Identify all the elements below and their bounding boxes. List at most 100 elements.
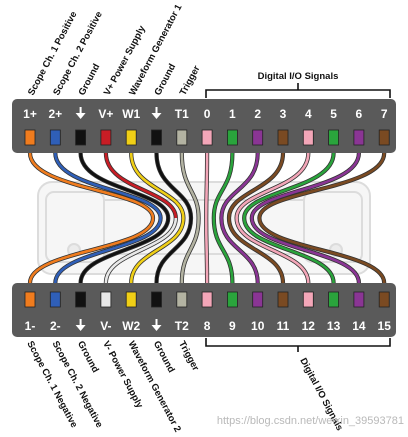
pin-label: T1 [175, 107, 189, 121]
bottom-pin: 14 [352, 291, 366, 333]
wire [155, 152, 193, 219]
pin-color-swatch [125, 129, 137, 146]
bottom-signal-name: Ground [75, 339, 101, 375]
top-pin: T1 [175, 107, 189, 146]
pin-color-swatch [277, 291, 289, 308]
wire [227, 152, 285, 219]
top-signal-name: Trigger [178, 64, 203, 98]
top-pin: V+ [98, 107, 113, 146]
wire [180, 217, 200, 284]
pin-label: T2 [175, 319, 189, 333]
pin-color-swatch [24, 129, 36, 146]
wire [79, 152, 170, 219]
pin-color-swatch [125, 291, 137, 308]
wire [204, 152, 209, 219]
bottom-pin [151, 291, 162, 331]
pin-label: 7 [381, 107, 388, 121]
pin-color-swatch [328, 129, 340, 146]
top-pin: 4 [302, 107, 314, 146]
top-digital-io-label: Digital I/O Signals [258, 71, 339, 82]
bottom-pin: 11 [277, 291, 290, 333]
wire [212, 217, 234, 284]
pin-label: 4 [305, 107, 312, 121]
top-pin: 7 [378, 107, 390, 146]
pin-color-swatch [151, 291, 162, 308]
wire [220, 217, 259, 284]
wire [54, 152, 162, 219]
bottom-pin: 1- [24, 291, 36, 333]
pin-color-swatch [353, 129, 365, 146]
top-pin: 1+ [23, 107, 37, 146]
pin-color-swatch [100, 129, 112, 146]
wire [250, 217, 361, 284]
pin-color-swatch [302, 291, 314, 308]
bottom-pin: 9 [226, 291, 238, 333]
bottom-pin: 15 [378, 291, 392, 333]
wire [235, 217, 310, 284]
pin-color-swatch [201, 129, 213, 146]
pin-color-swatch [176, 129, 188, 146]
pin-color-swatch [252, 129, 264, 146]
bottom-pin: 2- [49, 291, 61, 333]
top-pin: 1 [226, 107, 238, 146]
top-pin: 2+ [48, 107, 62, 146]
pin-label: 0 [204, 107, 211, 121]
top-pin: 3 [277, 107, 289, 146]
pin-label: 12 [302, 319, 316, 333]
pin-label: 6 [356, 107, 363, 121]
bottom-pin: 13 [327, 291, 341, 333]
top-signal-name: Ground [152, 62, 178, 98]
pin-color-swatch [302, 129, 314, 146]
wire [104, 217, 178, 284]
wire [258, 152, 386, 219]
top-pin: 2 [252, 107, 264, 146]
wire [129, 217, 185, 284]
top-signal-name: Scope Ch. 2 Positive [51, 10, 105, 98]
pin-color-swatch [353, 291, 365, 308]
pin-color-swatch [24, 291, 36, 308]
pin-color-swatch [328, 291, 340, 308]
pin-label: 10 [251, 319, 265, 333]
wire [54, 217, 162, 284]
bottom-pin: 8 [201, 291, 213, 333]
watermark: https://blog.csdn.net/weixin_39593781 [217, 415, 404, 427]
pin-label: W1 [122, 107, 140, 121]
pin-color-swatch [226, 129, 238, 146]
bottom-pin [75, 291, 86, 331]
pin-color-swatch [378, 291, 390, 308]
bottom-pin: 12 [302, 291, 316, 333]
pin-color-swatch [226, 291, 238, 308]
pin-color-swatch [75, 129, 86, 146]
pin-label: V- [100, 319, 111, 333]
pin-label: 1- [25, 319, 36, 333]
pin-color-swatch [277, 129, 289, 146]
wire [79, 217, 170, 284]
pin-color-swatch [201, 291, 213, 308]
bottom-signal-name: Ground [151, 339, 177, 375]
pin-label: 8 [204, 319, 211, 333]
pin-label: 2- [50, 319, 61, 333]
pin-label: 2 [254, 107, 261, 121]
wire [155, 217, 193, 284]
pin-color-swatch [75, 291, 86, 308]
wire [204, 217, 209, 284]
pin-label: 1 [229, 107, 236, 121]
bottom-digital-bracket [205, 338, 391, 352]
wire [242, 152, 335, 219]
wire [212, 152, 234, 219]
wire [180, 152, 200, 219]
pin-label: 3 [280, 107, 287, 121]
ground-arrow-icon [75, 107, 86, 119]
pin-color-swatch [176, 291, 188, 308]
pin-color-swatch [378, 129, 390, 146]
device-body [37, 181, 371, 275]
pin-label: 2+ [48, 107, 62, 121]
wire [242, 217, 335, 284]
pin-label: 15 [378, 319, 392, 333]
top-digital-bracket [205, 83, 391, 98]
